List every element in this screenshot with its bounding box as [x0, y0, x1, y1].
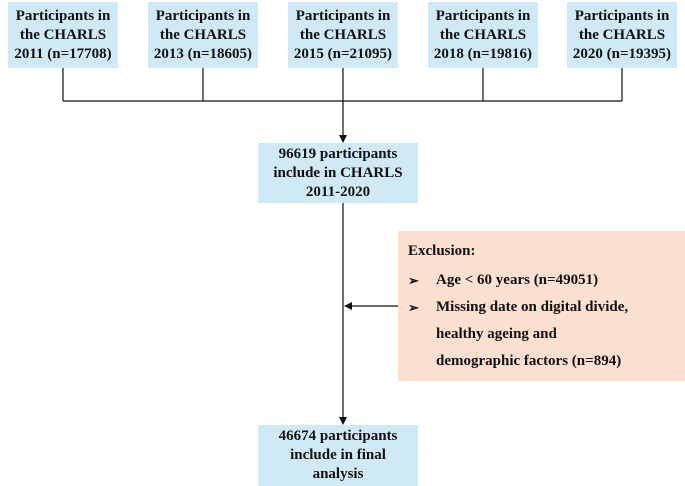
exclusion-item-text: healthy ageing and [436, 326, 557, 342]
wave-box-line: the CHARLS [19, 26, 107, 43]
wave-box-line: Participants in [435, 7, 531, 24]
exclusion-item-age: ➢ Age < 60 years (n=49051) [408, 267, 675, 294]
wave-box-line: 2018 (n=19816) [433, 45, 533, 62]
wave-box-line: the CHARLS [299, 26, 387, 43]
exclusion-item-missing-cont: healthy ageing and [408, 321, 675, 348]
wave-box-line: Participants in [295, 7, 391, 24]
exclusion-item-text: Age < 60 years (n=49051) [436, 272, 599, 288]
wave-box-2011: Participants in the CHARLS 2011 (n=17708… [8, 2, 118, 68]
wave-box-line: Participants in [574, 7, 670, 24]
wave-box-line: Participants in [155, 7, 251, 24]
wave-box-2018: Participants in the CHARLS 2018 (n=19816… [428, 2, 538, 68]
combined-box-line: include in CHARLS [273, 164, 403, 181]
wave-box-line: the CHARLS [578, 26, 666, 43]
wave-box-2015: Participants in the CHARLS 2015 (n=21095… [288, 2, 398, 68]
wave-box-line: 2020 (n=19395) [572, 45, 672, 62]
wave-box-line: 2013 (n=18605) [153, 45, 253, 62]
wave-box-line: the CHARLS [439, 26, 527, 43]
exclusion-item-missing: ➢ Missing date on digital divide, [408, 294, 675, 321]
exclusion-title: Exclusion: [408, 243, 476, 259]
wave-box-line: the CHARLS [159, 26, 247, 43]
wave-box-2013: Participants in the CHARLS 2013 (n=18605… [148, 2, 258, 68]
final-box: 46674 participants include in final anal… [258, 425, 418, 486]
exclusion-item-text: Missing date on digital divide, [436, 299, 629, 315]
final-box-line: include in final [290, 447, 386, 463]
exclusion-box: Exclusion: ➢ Age < 60 years (n=49051) ➢ … [398, 231, 685, 381]
wave-box-2020: Participants in the CHARLS 2020 (n=19395… [567, 2, 677, 68]
final-box-line: analysis [312, 466, 364, 482]
exclusion-item-missing-cont: demographic factors (n=894) [408, 348, 675, 375]
final-box-line: 46674 participants [278, 428, 398, 444]
wave-box-line: 2015 (n=21095) [293, 45, 393, 62]
wave-box-line: 2011 (n=17708) [14, 45, 112, 62]
arrow-bullet-icon: ➢ [408, 300, 419, 315]
combined-box-line: 2011-2020 [305, 183, 371, 200]
combined-box: 96619 participants include in CHARLS 201… [258, 143, 418, 203]
exclusion-item-text: demographic factors (n=894) [436, 353, 622, 369]
combined-box-line: 96619 participants [278, 145, 398, 162]
arrow-bullet-icon: ➢ [408, 273, 419, 288]
wave-box-line: Participants in [15, 7, 111, 24]
